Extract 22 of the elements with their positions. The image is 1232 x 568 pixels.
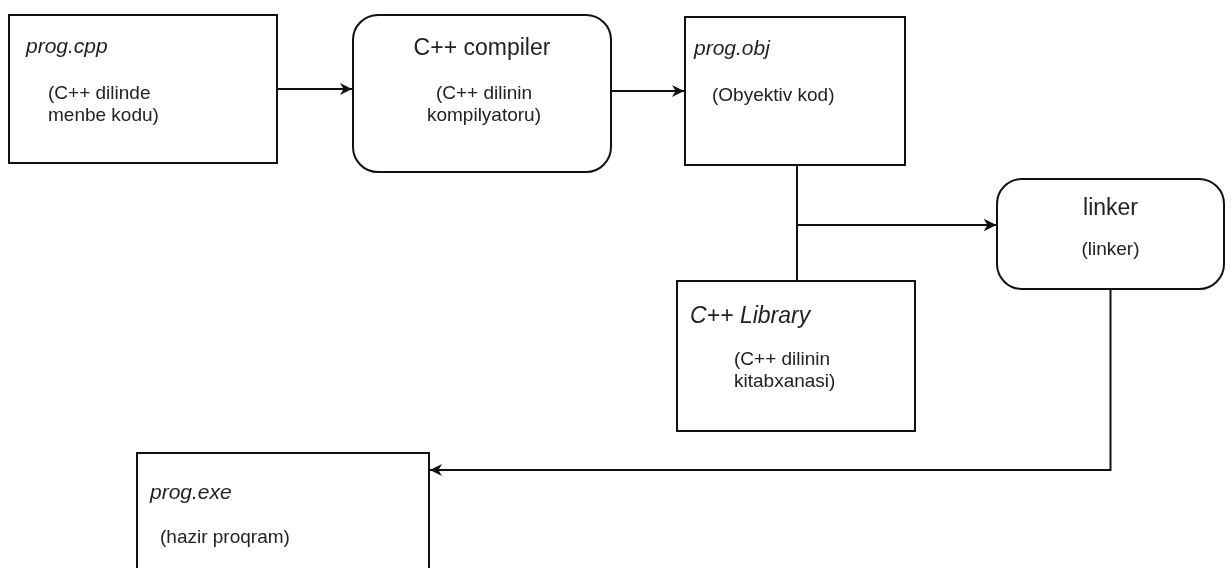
file-box: [676, 280, 916, 432]
node-description: (hazir proqram): [160, 526, 290, 547]
node-title: linker: [1083, 194, 1138, 220]
process-box: [352, 14, 612, 173]
arrow: [429, 289, 1112, 476]
node-title: prog.exe: [150, 480, 232, 503]
node-description: (linker): [1081, 238, 1140, 259]
file-box: [136, 452, 430, 568]
process-box: [996, 178, 1225, 290]
node-description: (C++ dilinde menbe kodu): [48, 82, 159, 125]
file-box: [684, 16, 906, 166]
node-description: (Obyektiv kod): [712, 84, 835, 105]
node-description: (C++ dilinin kitabxanasi): [734, 348, 836, 391]
arrow: [796, 219, 997, 281]
file-box: [8, 14, 278, 164]
arrow: [277, 83, 353, 95]
node-title: prog.obj: [694, 36, 770, 59]
node-title: C++ compiler: [413, 34, 551, 60]
node-description: (C++ dilinin kompilyatoru): [426, 82, 541, 125]
node-title: prog.cpp: [26, 34, 108, 57]
node-title: C++ Library: [690, 302, 811, 328]
arrow: [611, 85, 685, 97]
